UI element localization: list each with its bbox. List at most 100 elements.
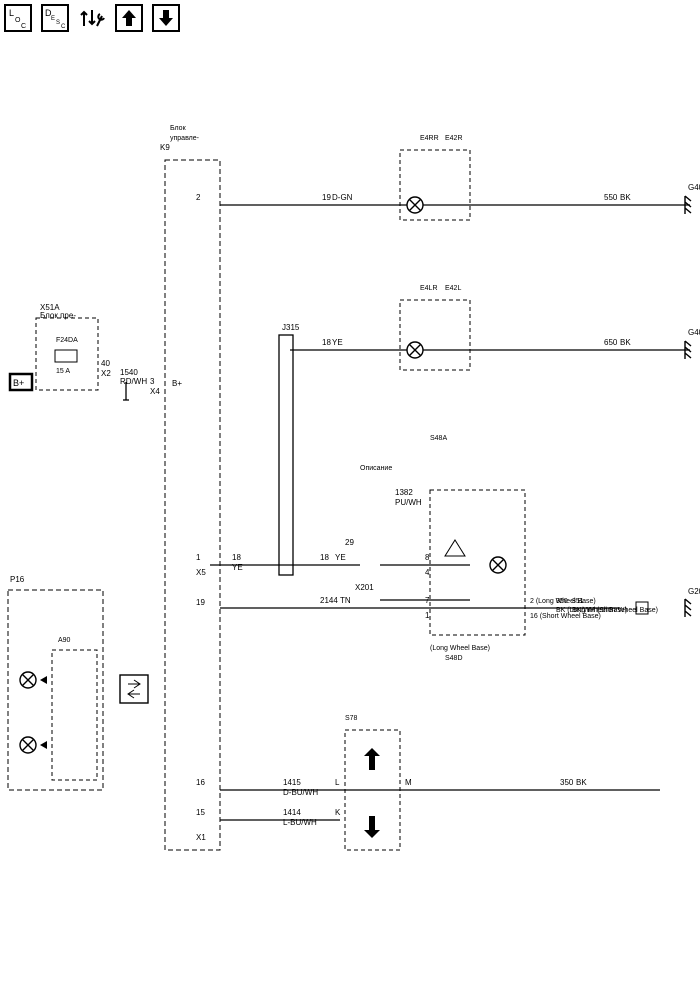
wire1540-color: RD/WH [120,377,147,386]
wire1414-color: L-BU/WH [283,818,317,827]
pin7: 7 [425,596,430,605]
toolbar: L O C D E S C [4,4,180,32]
diagnostic-button[interactable] [78,4,106,32]
desc-label: Описание [360,465,392,472]
g201-label: G201 [688,587,700,596]
x4-label: X4 [150,387,160,396]
wire1540: 1540 [120,368,138,377]
panel-p16 [7,589,104,791]
switch-s78-box [344,729,401,851]
wrench-arrows-icon [80,10,105,27]
pinlabel-lwb: 2 (Long Wheel Base) [530,598,596,605]
wire18-color: YE [332,338,343,347]
pin-k: K [335,808,341,817]
x51a-line2: Блок пре- [40,311,76,320]
e4lr-label: E4LR [420,285,438,292]
module-k9 [164,159,221,851]
k9-line3: управле- [170,135,200,142]
x2-label: X2 [101,369,111,378]
wire1415: 1415 [283,778,301,787]
e4rr-label: E4RR [420,135,439,142]
lamp-e4lr-box [399,299,471,371]
a90-label: A90 [58,637,71,644]
desc-e: E [51,16,55,22]
wire350b-color: BK [576,778,587,787]
lamp-e4rr-icon [406,196,424,214]
loc-c: C [21,23,26,30]
wire1382-color: PU/WH [395,498,422,507]
wire351: 351 [572,598,584,605]
description-button[interactable]: D E S C [41,4,69,32]
x201-label: X201 [355,583,374,592]
desc-d: D [45,8,52,18]
ground-g201-icon [684,598,692,618]
arrow-up-button[interactable] [115,4,143,32]
wire650-color: BK [620,338,631,347]
wire18b-color: YE [232,563,243,572]
fuse-f24da [54,349,78,363]
legend-of-components-button[interactable]: L O C [4,4,32,32]
x5-label: X5 [196,568,206,577]
s78-label: S78 [345,715,358,722]
wire1415-color: D-BU/WH [283,788,318,797]
wire18: 18 [322,338,331,347]
wire351-color: BK/WH (Short Wheel Base) [572,607,658,614]
s48d-lwb: (Long Wheel Base) [430,645,490,652]
wire1382: 1382 [395,488,413,497]
switch-s48a-box [429,489,526,636]
wire1414: 1414 [283,808,301,817]
lamp-e4lr-icon [406,341,424,359]
switch-s78-down-icon [364,816,380,838]
wire650: 650 [604,338,618,347]
x1-pin16: 16 [196,778,205,787]
wire2144-color: TN [340,596,351,605]
wire18d: 18 [320,553,329,562]
wire19-color: D-GN [332,193,353,202]
wire350: 350 [556,598,568,605]
x1-pin15: 15 [196,808,205,817]
p16-label: P16 [10,575,25,584]
x51a-line1: X51A [40,303,60,312]
wire350-color: BK (Long Wheel Base) [556,607,627,614]
g402-label: G402 [688,183,700,192]
wire350b: 350 [560,778,574,787]
pinlabel-swb: 16 (Short Wheel Base) [530,613,601,620]
fuse-rating: 15 A [56,368,70,375]
indicator-lamp-1-icon [19,671,37,689]
arrow-down-icon [159,10,173,26]
k9-line2: Блок [170,125,187,132]
data-link-icon [119,674,149,704]
e42l-label: E42L [445,285,461,292]
bplus-internal: B+ [172,379,182,388]
wire19: 19 [322,193,331,202]
bplus-label: B+ [13,378,24,388]
pin-m: M [405,778,412,787]
switch-s78-up-icon [364,748,380,770]
wire2144: 2144 [320,596,338,605]
wire18b: 18 [232,553,241,562]
j315-label: J315 [282,323,300,332]
fuse-block-x51a [35,317,99,391]
loc-l: L [9,8,14,18]
pin4: 4 [425,568,430,577]
e42r-label: E42R [445,135,463,142]
switch-s48a-lamp-icon [489,556,507,574]
indicator-lamp-2-icon [19,736,37,754]
g401-label: G401 [688,328,700,337]
x5-pin1: 1 [196,553,201,562]
splice-j315 [278,334,294,576]
splice-g201 [635,601,649,615]
x2-pin: 40 [101,359,110,368]
wire18d-color: YE [335,553,346,562]
fuse-name: F24DA [56,337,78,344]
pin1: 1 [425,611,430,620]
arrow-down-button[interactable] [152,4,180,32]
desc-c: C [61,24,66,30]
x5-pin19: 19 [196,598,205,607]
desc-s: S [56,20,60,26]
x1-label: X1 [196,833,206,842]
lamp-e4rr-box [399,149,471,221]
x4-pin2: 2 [196,193,201,202]
x4-pin3: 3 [150,377,155,386]
